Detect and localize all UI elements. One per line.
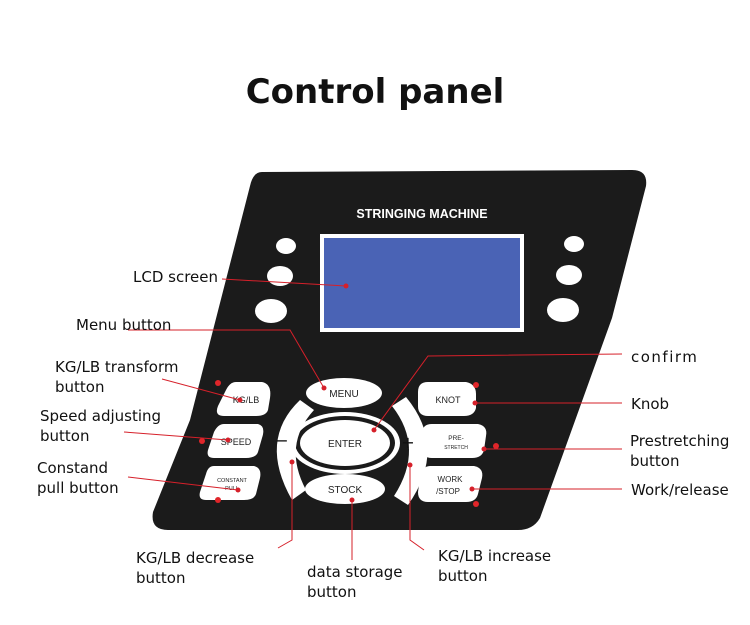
callout-constant-line1: Constand xyxy=(37,459,109,477)
leader-dot xyxy=(235,487,241,493)
callout-kglb-decrease: KG/LB decrease button xyxy=(136,548,254,588)
plus-button[interactable] xyxy=(392,397,428,505)
prestretch-label-2: STRETCH xyxy=(444,445,468,451)
constant-pull-button[interactable] xyxy=(199,466,261,500)
page-title: Control panel xyxy=(245,72,505,112)
enter-button-label: ENTER xyxy=(328,439,362,450)
callout-prestretch-line1: Prestretching xyxy=(630,432,730,450)
leader-constant xyxy=(127,476,239,491)
led-indicator xyxy=(493,443,499,449)
left-oval-3 xyxy=(255,299,287,323)
leader-dot xyxy=(407,462,413,468)
callout-storage-line1: data storage xyxy=(307,563,403,581)
right-oval-3 xyxy=(547,298,579,322)
callout-data-storage: data storage button xyxy=(307,562,403,602)
stock-button-label: STOCK xyxy=(328,485,363,496)
leader-dot xyxy=(289,459,295,465)
speed-button[interactable] xyxy=(207,424,264,458)
callout-kglb-increase: KG/LB increase button xyxy=(438,546,551,586)
leader-dot xyxy=(237,397,243,403)
work-stop-label-1: WORK xyxy=(438,475,464,484)
callout-kglb-transform: KG/LB transform button xyxy=(55,357,178,397)
prestretch-button[interactable] xyxy=(422,424,487,458)
leader-confirm xyxy=(373,353,623,431)
work-stop-label-2: /STOP xyxy=(436,487,460,496)
minus-button-label: − xyxy=(275,431,288,450)
callout-lcd-screen: LCD screen xyxy=(133,268,219,286)
lcd-display xyxy=(324,238,520,328)
enter-button[interactable] xyxy=(300,420,390,466)
led-indicator xyxy=(215,380,221,386)
knot-button-label: KNOT xyxy=(435,395,461,405)
callout-increase-line2: button xyxy=(438,567,488,585)
callout-decrease-line2: button xyxy=(136,569,186,587)
knot-button[interactable] xyxy=(418,382,476,416)
callout-confirm: confirm xyxy=(631,348,699,366)
minus-button[interactable] xyxy=(276,400,314,500)
callout-menu-button: Menu button xyxy=(76,316,172,334)
left-oval-2 xyxy=(267,266,293,286)
callout-storage-line2: button xyxy=(307,583,357,601)
leader-dot xyxy=(321,385,327,391)
stock-button[interactable] xyxy=(305,474,385,504)
leader-increase xyxy=(409,465,425,551)
plus-button-label: + xyxy=(401,433,414,452)
left-oval-1 xyxy=(276,238,296,254)
leader-dot xyxy=(343,283,349,289)
leader-decrease xyxy=(277,462,293,549)
panel-header: STRINGING MACHINE xyxy=(356,207,487,221)
callout-kglb-line2: button xyxy=(55,378,105,396)
menu-button[interactable] xyxy=(306,378,382,408)
callout-speed-adjusting: Speed adjusting button xyxy=(40,406,161,446)
prestretch-label-1: PRE- xyxy=(448,435,464,442)
kglb-button-label: KG/LB xyxy=(233,395,260,405)
callout-constant-pull: Constand pull button xyxy=(37,458,119,498)
led-indicator xyxy=(473,382,479,388)
callout-constant-line2: pull button xyxy=(37,479,119,497)
right-oval-1 xyxy=(564,236,584,252)
leader-dot xyxy=(349,497,355,503)
leader-speed xyxy=(123,431,229,441)
kglb-button[interactable] xyxy=(216,382,271,416)
led-indicator xyxy=(199,438,205,444)
callout-increase-line1: KG/LB increase xyxy=(438,547,552,565)
callout-decrease-line1: KG/LB decrease xyxy=(136,549,255,567)
callout-work-release: Work/release xyxy=(631,481,729,499)
callout-knob: Knob xyxy=(631,395,670,413)
callout-prestretch-line2: button xyxy=(630,452,680,470)
leader-dot xyxy=(371,427,377,433)
speed-button-label: SPEED xyxy=(221,437,252,447)
led-indicator xyxy=(473,501,479,507)
led-indicator xyxy=(215,497,221,503)
leader-lcd xyxy=(221,278,347,287)
right-oval-2 xyxy=(556,265,582,285)
menu-button-label: MENU xyxy=(329,389,358,400)
callout-speed-line1: Speed adjusting xyxy=(40,407,162,425)
leader-dot xyxy=(481,446,487,452)
leader-dot xyxy=(469,486,475,492)
leader-kglb xyxy=(161,378,241,401)
callout-kglb-line1: KG/LB transform xyxy=(55,358,179,376)
leader-dot xyxy=(472,400,478,406)
callout-speed-line2: button xyxy=(40,427,90,445)
work-stop-button[interactable] xyxy=(418,466,483,502)
callout-prestretching: Prestretching button xyxy=(630,431,729,471)
leader-dot xyxy=(225,437,231,443)
leader-menu xyxy=(128,329,325,389)
constant-pull-label-1: CONSTANT xyxy=(217,478,247,484)
